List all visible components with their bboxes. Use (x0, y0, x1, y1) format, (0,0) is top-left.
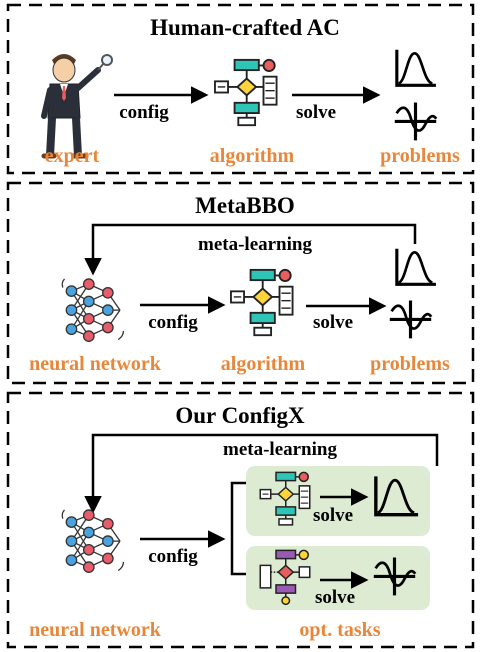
config-label: config (119, 102, 169, 123)
meta-learning-arrow (84, 223, 417, 276)
flowchart-icon (230, 268, 294, 337)
flowchart-icon (214, 58, 278, 127)
oscillating-curve-icon (393, 100, 438, 142)
solve-label: solve (296, 102, 336, 123)
bell-curve-icon (395, 48, 438, 87)
neural-network-label: neural network (29, 619, 162, 641)
panel-border (6, 3, 475, 175)
algorithm-label: algorithm (210, 145, 295, 167)
panel-configx: Our ConfigX meta-learning config solve s… (6, 391, 475, 649)
problems-label: problems (370, 353, 450, 375)
meta-learning-label: meta-learning (198, 234, 312, 255)
solve-label: solve (313, 505, 353, 526)
algorithm-label: algorithm (221, 353, 306, 375)
bell-curve-icon (395, 247, 438, 286)
meta-learning-arrow (84, 433, 439, 514)
split-bracket (230, 481, 247, 576)
panel-title: MetaBBO (195, 193, 295, 218)
problems-label: problems (380, 145, 460, 167)
panel-title: Human-crafted AC (150, 15, 340, 40)
solve-label: solve (315, 587, 355, 608)
expert-figure-icon (41, 54, 113, 159)
config-label: config (148, 546, 198, 567)
expert-label: expert (45, 145, 100, 167)
meta-learning-label: meta-learning (223, 439, 337, 460)
neural-network-label: neural network (29, 353, 162, 375)
panel-border (6, 181, 475, 385)
panel-title: Our ConfigX (175, 403, 305, 428)
solve-label: solve (313, 312, 353, 333)
panel-metabbo: MetaBBO meta-learning config solve neura… (6, 181, 475, 385)
neural-network-icon (61, 278, 125, 343)
opt-tasks-label: opt. tasks (299, 619, 380, 641)
neural-network-icon (61, 509, 125, 574)
config-label: config (148, 312, 198, 333)
panel-human-crafted: Human-crafted AC config solve expert alg… (6, 3, 475, 175)
oscillating-curve-icon (388, 298, 433, 340)
panel-border (6, 391, 475, 649)
